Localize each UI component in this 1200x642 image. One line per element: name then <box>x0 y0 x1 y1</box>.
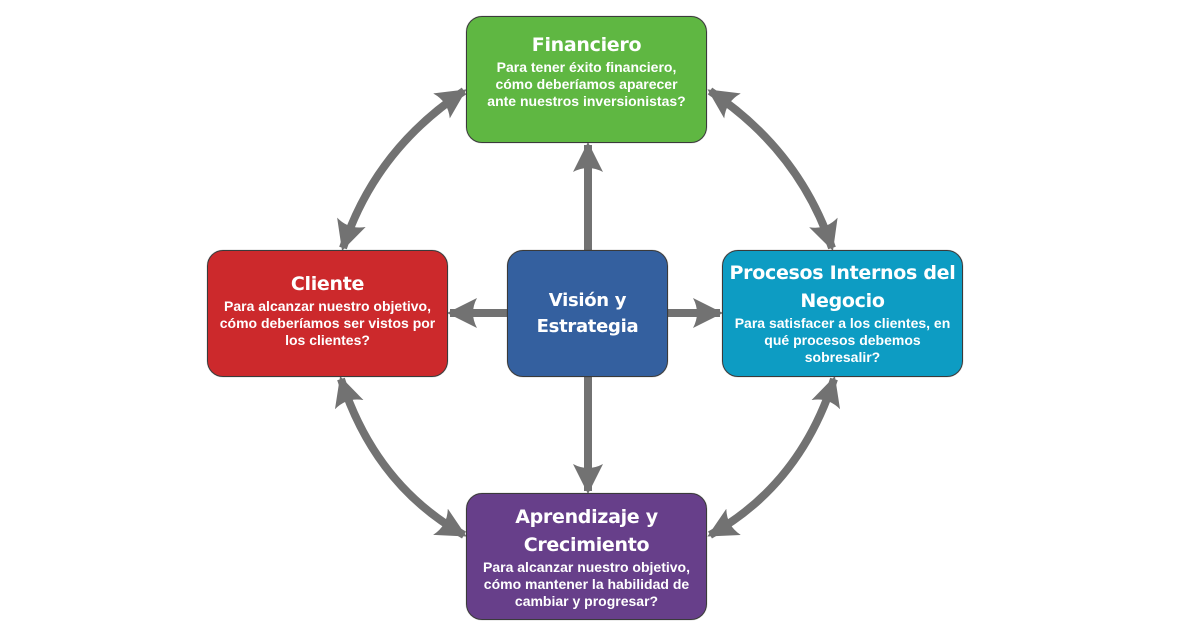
arrow-financiero-procesos <box>707 87 838 251</box>
arrow-procesos-aprendizaje <box>707 376 841 539</box>
perspective-description: Para satisfacer a los clientes, en qué p… <box>734 315 951 365</box>
center-title: Visión y Estrategia <box>536 289 639 337</box>
perspective-procesos-internos: Procesos Internos del Negocio Para satis… <box>722 250 963 377</box>
perspective-aprendizaje: Aprendizaje y Crecimiento Para alcanzar … <box>466 493 707 620</box>
center-vision-strategy: Visión y Estrategia <box>507 250 668 377</box>
perspective-title: Financiero <box>531 34 642 56</box>
perspective-description: Para alcanzar nuestro objetivo, cómo deb… <box>219 298 436 348</box>
arrow-cliente-aprendizaje <box>334 376 467 539</box>
perspective-title: Aprendizaje y Crecimiento <box>515 506 658 556</box>
perspective-description: Para tener éxito financiero, cómo deberí… <box>487 59 686 109</box>
perspective-description: Para alcanzar nuestro objetivo, cómo man… <box>483 559 690 609</box>
perspective-title: Procesos Internos del Negocio <box>729 262 956 312</box>
perspective-title: Cliente <box>290 273 365 295</box>
perspective-financiero: Financiero Para tener éxito financiero, … <box>466 16 707 143</box>
arrow-financiero-cliente <box>337 87 467 251</box>
perspective-cliente: Cliente Para alcanzar nuestro objetivo, … <box>207 250 448 377</box>
